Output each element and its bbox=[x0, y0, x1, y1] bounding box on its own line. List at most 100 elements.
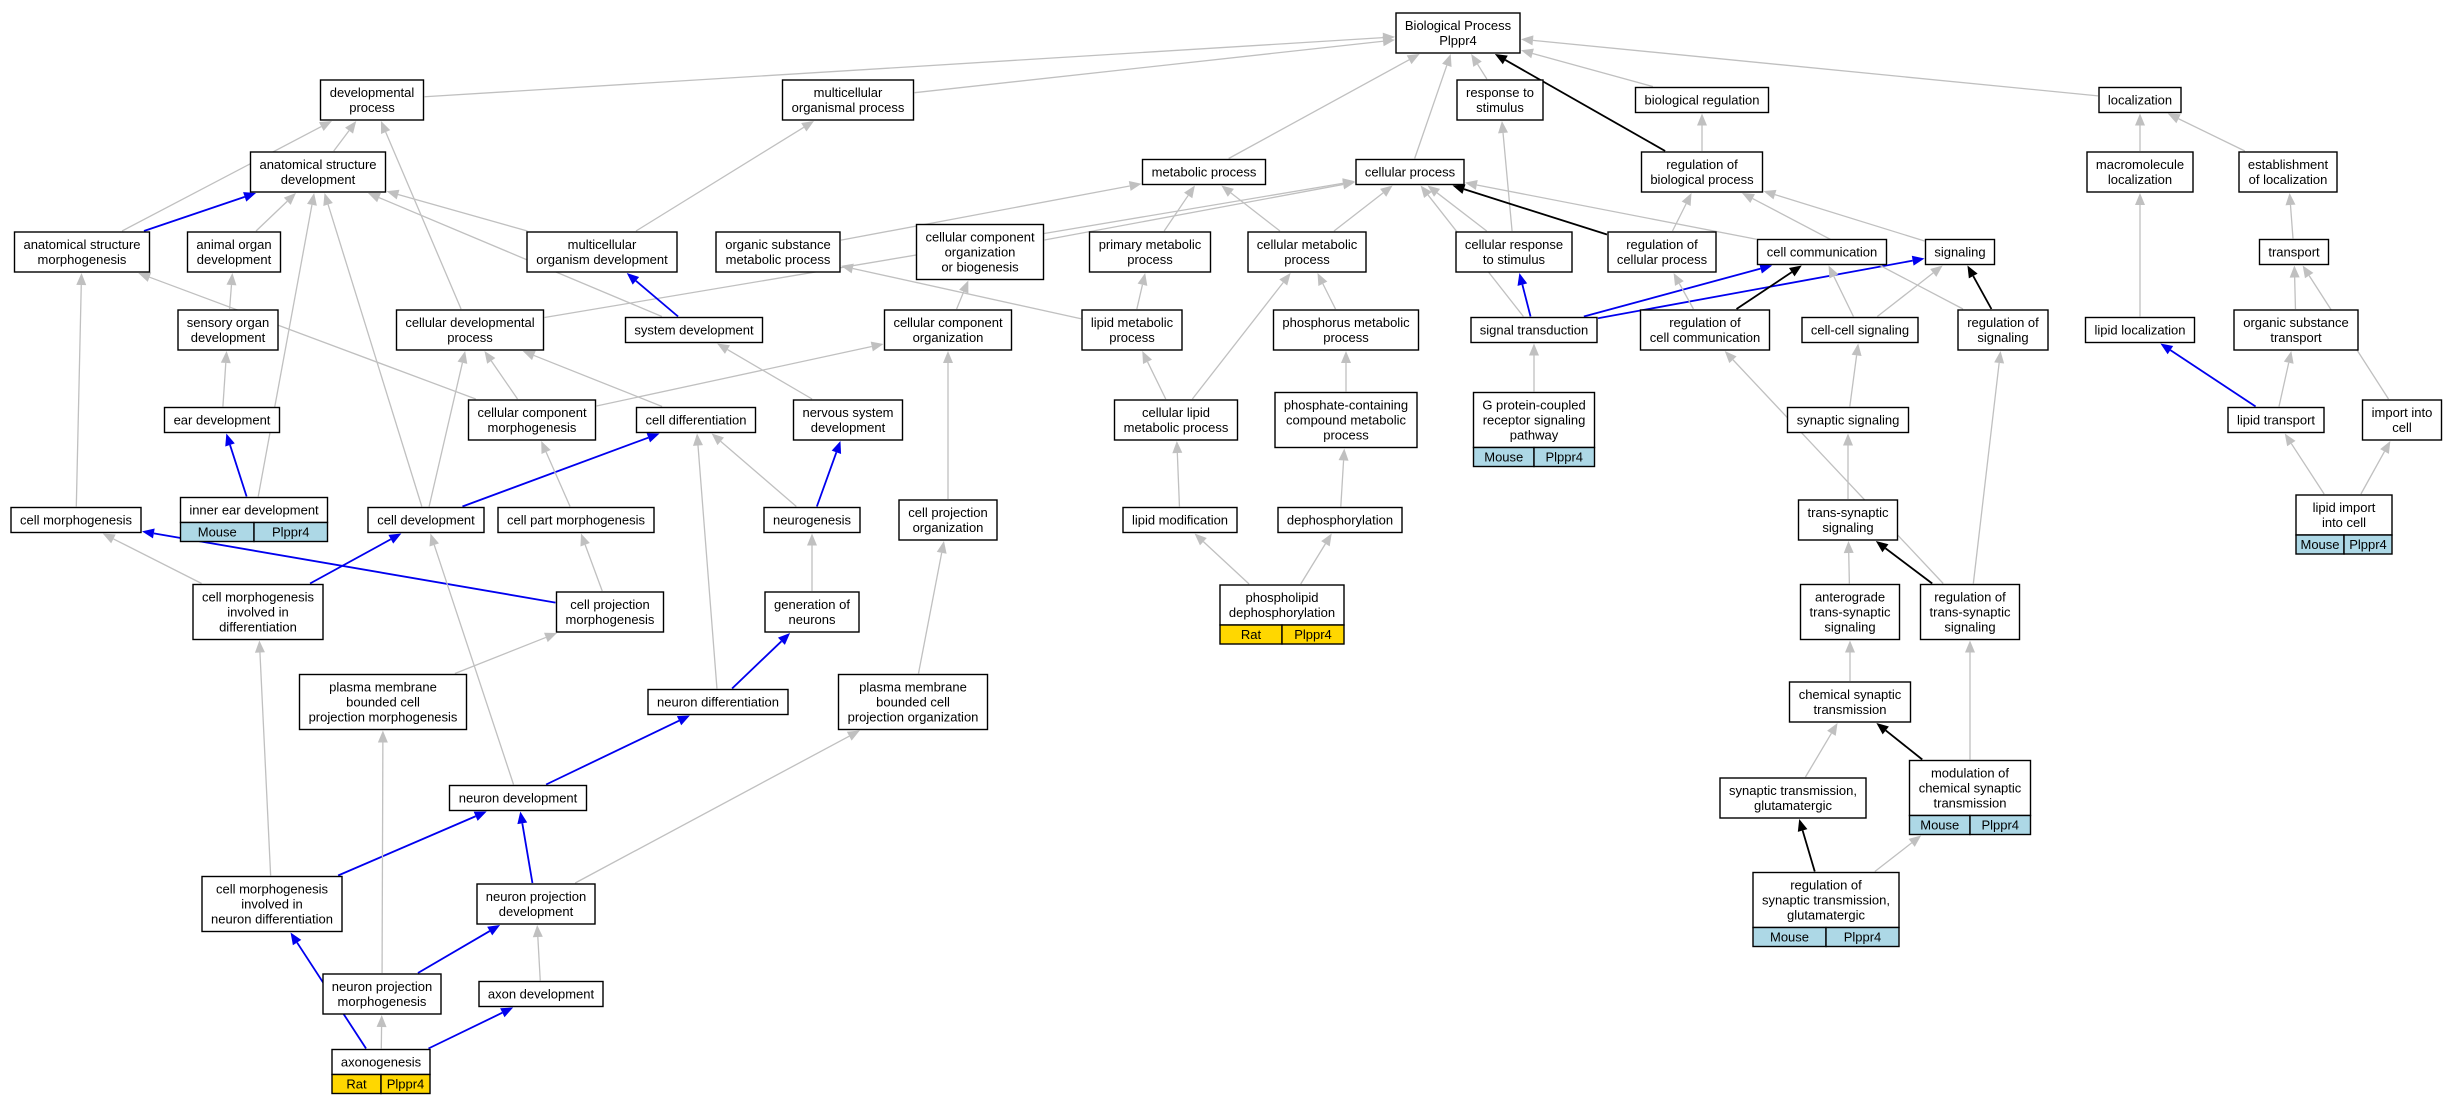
term-label-line: generation of bbox=[774, 597, 850, 612]
arrowhead bbox=[102, 533, 116, 544]
term-node-breg[interactable]: biological regulation bbox=[1634, 86, 1770, 114]
term-node-ccs[interactable]: cell-cell signaling bbox=[1801, 316, 1919, 344]
term-node-dephos[interactable]: dephosphorylation bbox=[1277, 506, 1403, 534]
term-label-line: cellular component bbox=[477, 405, 587, 420]
annotation-organism: Mouse bbox=[1920, 818, 1959, 833]
term-box bbox=[1122, 506, 1238, 534]
term-node-loc[interactable]: localization bbox=[2098, 86, 2182, 114]
term-node-stg[interactable]: synaptic transmission,glutamatergic bbox=[1719, 777, 1867, 819]
term-label-line: Plppr4 bbox=[1439, 33, 1477, 48]
edge-is_a-rtss-to-rcc bbox=[1724, 351, 1944, 584]
term-label-line: plasma membrane bbox=[329, 680, 437, 695]
edge-line bbox=[1848, 552, 1851, 584]
arrowhead bbox=[377, 730, 388, 743]
edge-line bbox=[917, 552, 943, 674]
term-node-cdiff[interactable]: cell differentiation bbox=[635, 406, 757, 434]
term-node-st[interactable]: signal transduction bbox=[1470, 316, 1598, 344]
term-node-eard[interactable]: ear development bbox=[163, 406, 281, 434]
arrowhead bbox=[711, 433, 725, 446]
edge-line bbox=[1414, 65, 1448, 159]
term-node-lmod[interactable]: lipid modification bbox=[1122, 506, 1238, 534]
edge-line bbox=[385, 131, 462, 310]
term-label-line: organism development bbox=[536, 252, 668, 267]
term-node-cpm[interactable]: cell part morphogenesis bbox=[497, 506, 655, 534]
term-node-ndiff[interactable]: neuron differentiation bbox=[647, 688, 789, 716]
arrowhead bbox=[1845, 640, 1855, 653]
term-node-neurogen[interactable]: neurogenesis bbox=[763, 506, 861, 534]
term-label-line: dephosphorylation bbox=[1287, 513, 1393, 528]
edge-line bbox=[75, 284, 82, 507]
term-node-sysdev[interactable]: system development bbox=[624, 316, 764, 344]
term-node-ndev[interactable]: neuron development bbox=[448, 784, 588, 812]
term-node-axdev[interactable]: axon development bbox=[478, 980, 604, 1008]
arrowhead bbox=[1128, 181, 1142, 191]
edge-is_a-rbp-to-breg bbox=[1697, 113, 1707, 151]
arrowhead bbox=[2135, 193, 2145, 205]
term-node-synsig[interactable]: synaptic signaling bbox=[1786, 406, 1910, 434]
term-box bbox=[1640, 151, 1764, 193]
term-node-lloc[interactable]: lipid localization bbox=[2084, 316, 2196, 344]
term-node-ccomm[interactable]: cell communication bbox=[1756, 238, 1888, 266]
term-node-transport[interactable]: transport bbox=[2258, 238, 2330, 266]
term-node-metab[interactable]: metabolic process bbox=[1141, 158, 1267, 186]
edge-line bbox=[143, 196, 245, 232]
term-node-cdev[interactable]: cell development bbox=[367, 506, 485, 534]
term-label-line: cell morphogenesis bbox=[20, 513, 133, 528]
term-node-ltrans[interactable]: lipid transport bbox=[2227, 406, 2325, 434]
term-node-cp[interactable]: cellular process bbox=[1355, 158, 1465, 186]
term-node-cmorph[interactable]: cell morphogenesis bbox=[10, 506, 142, 534]
edge-line bbox=[521, 823, 534, 884]
term-node-sig[interactable]: signaling bbox=[1924, 238, 1996, 266]
